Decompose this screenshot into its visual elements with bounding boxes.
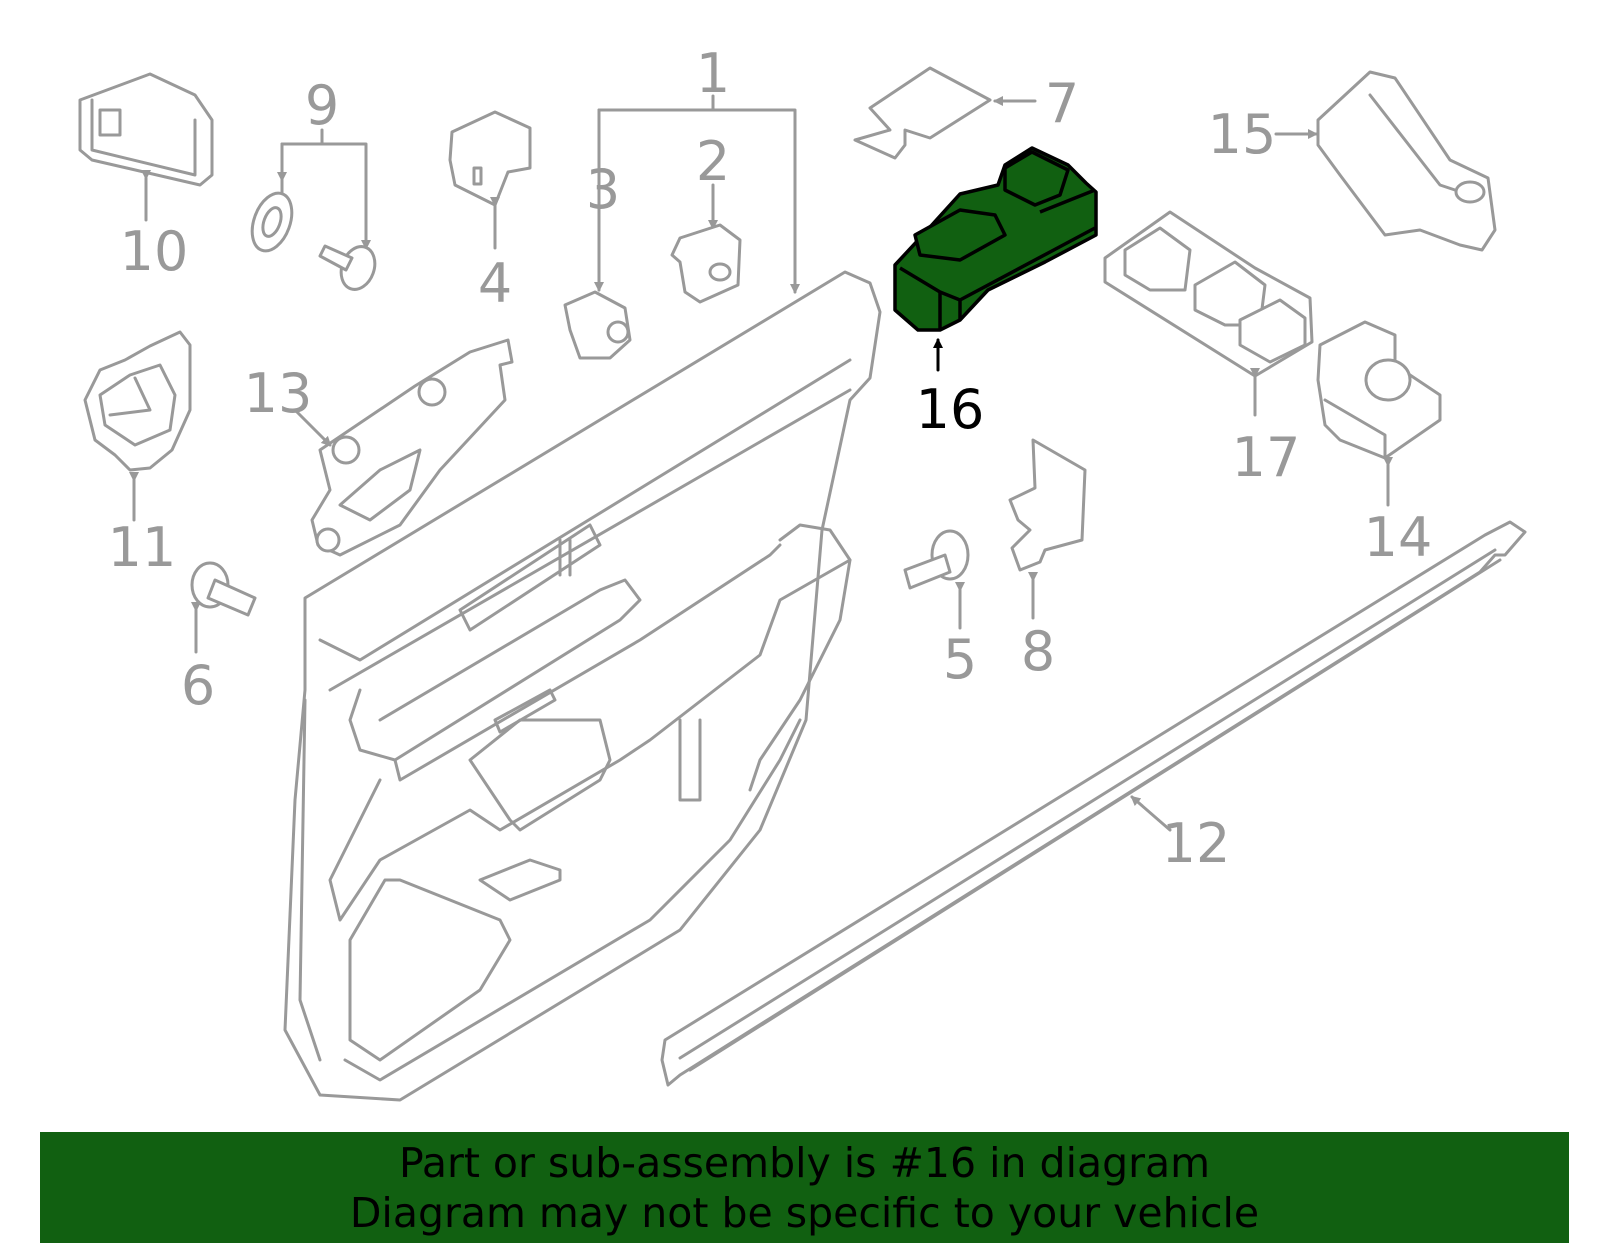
callout-label-12: 12 [1162,812,1231,875]
part-6-screw [190,561,257,654]
callout-1-bracket [594,94,800,294]
callout-label-4: 4 [478,252,512,315]
callout-label-10: 10 [120,220,189,283]
part-8-bracket [1008,438,1087,620]
info-banner: Part or sub-assembly is #16 in diagram D… [40,1132,1569,1243]
door-trim-panel [283,270,882,1102]
callout-label-16: 16 [916,378,985,441]
part-16-window-switch [893,146,1098,372]
part-7-trim [853,66,1037,160]
part-3-clip [563,290,632,360]
callout-label-13: 13 [244,362,313,425]
part-5-bolt [903,529,970,630]
part-4-bracket [448,110,532,250]
callout-label-1: 1 [696,42,730,105]
callout-label-17: 17 [1232,426,1301,489]
callout-label-11: 11 [108,516,177,579]
callout-label-3: 3 [586,158,620,221]
banner-line-disclaimer: Diagram may not be specific to your vehi… [349,1189,1260,1237]
callout-label-5: 5 [943,628,977,691]
part-13-inner-handle [293,338,514,557]
banner-line-part: Part or sub-assembly is #16 in diagram [398,1139,1211,1187]
callout-label-2: 2 [696,130,730,193]
callout-label-14: 14 [1364,506,1433,569]
callout-label-7: 7 [1045,72,1079,135]
callout-label-8: 8 [1021,620,1055,683]
part-2-clip [670,223,742,304]
part-11-bezel [83,330,192,522]
part-17-master-switch [1103,210,1314,417]
callout-label-6: 6 [181,654,215,717]
part-10-cover [78,72,214,222]
part-14-switch [1316,320,1442,507]
callout-label-9: 9 [305,74,339,137]
callout-label-15: 15 [1208,103,1277,166]
part-12-weatherstrip [660,520,1527,1087]
part-15-housing [1274,70,1497,252]
part-9-fasteners [250,128,377,291]
